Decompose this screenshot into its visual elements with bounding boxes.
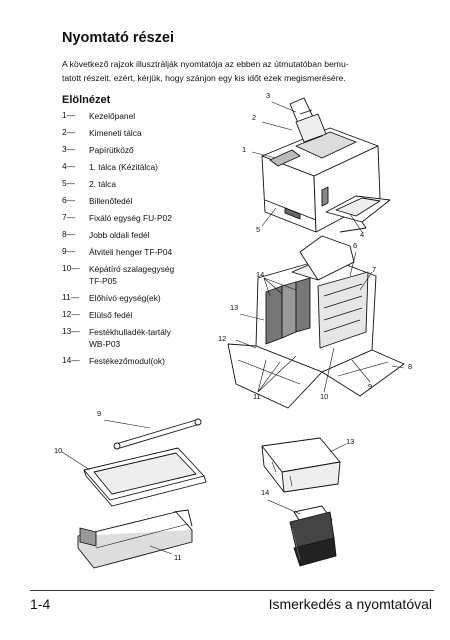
legend-number: 8— xyxy=(62,229,76,239)
legend-number: 7— xyxy=(62,212,76,222)
legend-label: Kimeneti tálca xyxy=(89,128,142,138)
callout-8: 8 xyxy=(408,362,413,371)
toner-cartridge-drawing xyxy=(267,499,337,567)
legend-label: Elülső fedél xyxy=(89,310,133,320)
legend-item: 2— Kimeneti tálca xyxy=(62,127,142,139)
legend-label-line-2: TF-P05 xyxy=(89,276,117,286)
callout-13: 13 xyxy=(230,303,239,312)
legend-number: 6— xyxy=(62,195,76,205)
leader-lines-middle xyxy=(235,251,405,393)
section-heading: Elölnézet xyxy=(62,94,111,106)
transfer-belt-unit-drawing xyxy=(61,447,207,507)
callout-14: 14 xyxy=(256,270,265,279)
printer-front-view-drawing xyxy=(261,97,391,233)
legend-item: 4— 1. tálca (Kézitálca) xyxy=(62,161,158,173)
transfer-roller-drawing xyxy=(103,418,202,450)
leader-lines-top xyxy=(251,101,363,233)
legend-label: Átviteli henger TF-P04 xyxy=(89,247,173,257)
page-number: 1-4 xyxy=(30,596,51,612)
legend-number: 12— xyxy=(62,309,80,319)
callout-13-part: 13 xyxy=(346,437,355,446)
legend-number: 9— xyxy=(62,246,76,256)
callout-4: 4 xyxy=(360,230,365,239)
legend-number: 10— xyxy=(62,263,80,273)
page-title: Nyomtató részei xyxy=(62,30,175,46)
waste-toner-box-drawing xyxy=(261,437,347,493)
legend-label: Jobb oldali fedél xyxy=(89,230,150,240)
legend-label: 1. tálca (Kézitálca) xyxy=(89,162,158,172)
footer-divider xyxy=(30,590,434,591)
legend-item: 9— Átviteli henger TF-P04 xyxy=(62,246,172,258)
intro-line-2: tatott részeit, ezért, kérjük, hogy szán… xyxy=(62,73,346,83)
legend-number: 5— xyxy=(62,178,76,188)
legend-item: 11— Előhívó egység(ek) xyxy=(62,292,161,304)
callout-5: 5 xyxy=(256,225,261,234)
legend-item: 5— 2. tálca xyxy=(62,178,116,190)
legend-label: Festékhulladék-tartály xyxy=(89,327,171,337)
legend-label: Előhívó egység(ek) xyxy=(89,293,161,303)
callout-9: 9 xyxy=(368,382,373,391)
callout-12: 12 xyxy=(218,334,227,343)
legend-label: Festékezőmodul(ok) xyxy=(89,356,165,366)
chapter-title: Ismerkedés a nyomtatóval xyxy=(268,596,432,612)
callout-14-part: 14 xyxy=(261,488,270,497)
legend-label: Papírütköző xyxy=(89,145,134,155)
callout-10: 10 xyxy=(320,392,329,401)
legend-number: 2— xyxy=(62,127,76,137)
legend-item: 7— Fixáló egység FU-P02 xyxy=(62,212,172,224)
intro-paragraph: A következő rajzok illusztrálják nyomtat… xyxy=(62,57,422,85)
callout-11-part: 11 xyxy=(174,553,182,562)
imaging-unit-drawing xyxy=(77,509,193,569)
callout-1: 1 xyxy=(242,145,247,154)
legend-number: 14— xyxy=(62,355,80,365)
legend-item: 3— Papírütköző xyxy=(62,144,134,156)
legend-number: 3— xyxy=(62,144,76,154)
intro-line-1: A következő rajzok illusztrálják nyomtat… xyxy=(62,59,349,69)
legend-label: 2. tálca xyxy=(89,179,117,189)
legend-label: Képátíró szalagegység xyxy=(89,264,175,274)
callout-3: 3 xyxy=(266,91,271,100)
legend-label: Kezelőpanel xyxy=(89,111,136,121)
legend-number: 4— xyxy=(62,161,76,171)
printer-open-view-drawing xyxy=(227,235,405,409)
callout-10-part: 10 xyxy=(54,446,63,455)
legend-number: 11— xyxy=(62,292,80,302)
legend-item: 12— Elülső fedél xyxy=(62,309,132,321)
legend-label: Billenőfedél xyxy=(89,196,133,206)
callout-7: 7 xyxy=(372,265,377,274)
legend-item: 8— Jobb oldali fedél xyxy=(62,229,150,241)
legend-label: Fixáló egység FU-P02 xyxy=(89,213,172,223)
callout-6: 6 xyxy=(353,241,358,250)
legend-label-line-2: WB-P03 xyxy=(89,339,121,349)
legend-item: 1— Kezelőpanel xyxy=(62,110,135,122)
callout-9-part: 9 xyxy=(97,409,102,418)
legend-number: 1— xyxy=(62,110,76,120)
callout-2: 2 xyxy=(252,113,257,122)
legend-item: 14— Festékezőmodul(ok) xyxy=(62,355,165,367)
legend-number: 13— xyxy=(62,326,80,336)
legend-item: 6— Billenőfedél xyxy=(62,195,132,207)
callout-11: 11 xyxy=(253,392,261,401)
